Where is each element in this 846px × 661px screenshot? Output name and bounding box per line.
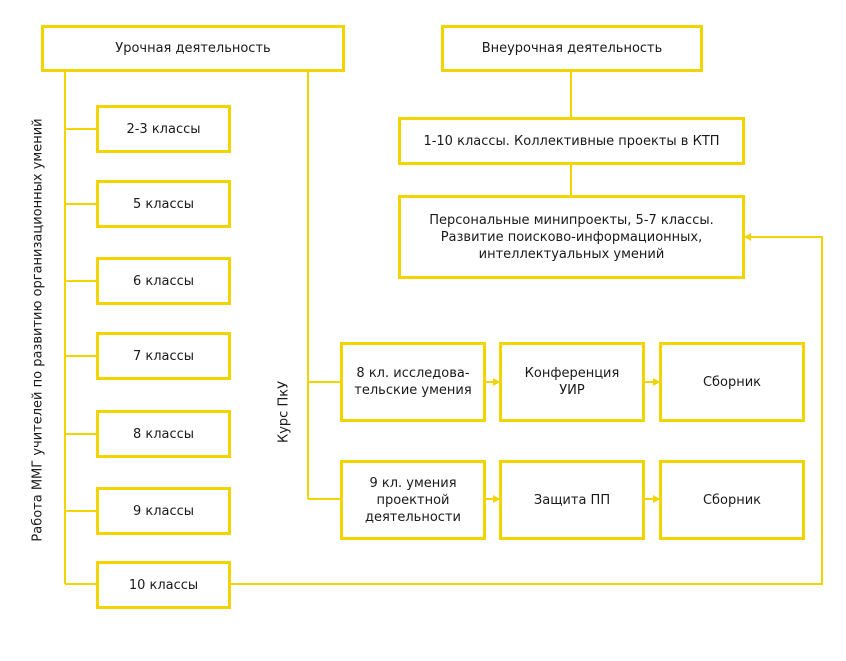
personal-miniprojects-label: Персональные минипроекты, 5-7 классы. Ра… bbox=[429, 212, 714, 262]
grade-box-10: 10 классы bbox=[96, 561, 231, 609]
conference-uir-box: Конференция УИР bbox=[499, 342, 645, 422]
grade-box-8: 8 классы bbox=[96, 410, 231, 458]
ktp-projects-label: 1-10 классы. Коллективные проекты в КТП bbox=[423, 133, 720, 149]
extracurricular-activity-label: Внеурочная деятельность bbox=[481, 41, 663, 56]
grade-label: 10 классы bbox=[128, 577, 199, 593]
mmg-work-vertical-label: Работа ММГ учителей по развитию организа… bbox=[30, 118, 46, 542]
grade-label: 5 классы bbox=[132, 196, 195, 212]
grade8-research-label: 8 кл. исследова- тельские умения bbox=[354, 366, 472, 398]
classroom-activity-label: Урочная деятельность bbox=[115, 41, 271, 56]
grade-box-5: 5 классы bbox=[96, 180, 231, 228]
personal-miniprojects-box: Персональные минипроекты, 5-7 классы. Ра… bbox=[398, 195, 745, 279]
defense-pp-label: Защита ПП bbox=[533, 492, 611, 508]
collection-box-1: Сборник bbox=[659, 342, 805, 422]
grade9-project-box: 9 кл. умения проектной деятельности bbox=[340, 460, 486, 540]
classroom-activity-box: Урочная деятельность bbox=[41, 25, 345, 72]
grade8-research-box: 8 кл. исследова- тельские умения bbox=[340, 342, 486, 422]
grade-label: 9 классы bbox=[132, 503, 195, 519]
conference-uir-label: Конференция УИР bbox=[524, 366, 620, 398]
collection-label: Сборник bbox=[702, 492, 762, 508]
grade-label: 6 классы bbox=[132, 273, 195, 289]
grade-label: 2-3 классы bbox=[126, 121, 201, 137]
grade-box-6: 6 классы bbox=[96, 257, 231, 305]
grade9-project-label: 9 кл. умения проектной деятельности bbox=[365, 475, 461, 525]
collection-box-2: Сборник bbox=[659, 460, 805, 540]
extracurricular-activity-box: Внеурочная деятельность bbox=[441, 25, 703, 72]
grade-label: 7 классы bbox=[132, 348, 195, 364]
grade-label: 8 классы bbox=[132, 426, 195, 442]
ktp-projects-box: 1-10 классы. Коллективные проекты в КТП bbox=[398, 117, 745, 165]
grade-box-9: 9 классы bbox=[96, 487, 231, 535]
grade-box-7: 7 классы bbox=[96, 332, 231, 380]
defense-pp-box: Защита ПП bbox=[499, 460, 645, 540]
grade-box-2-3: 2-3 классы bbox=[96, 105, 231, 153]
arrow-grade10-personal bbox=[230, 233, 823, 585]
collection-label: Сборник bbox=[702, 374, 762, 390]
pku-course-vertical-label: Курс ПкУ bbox=[276, 380, 292, 444]
